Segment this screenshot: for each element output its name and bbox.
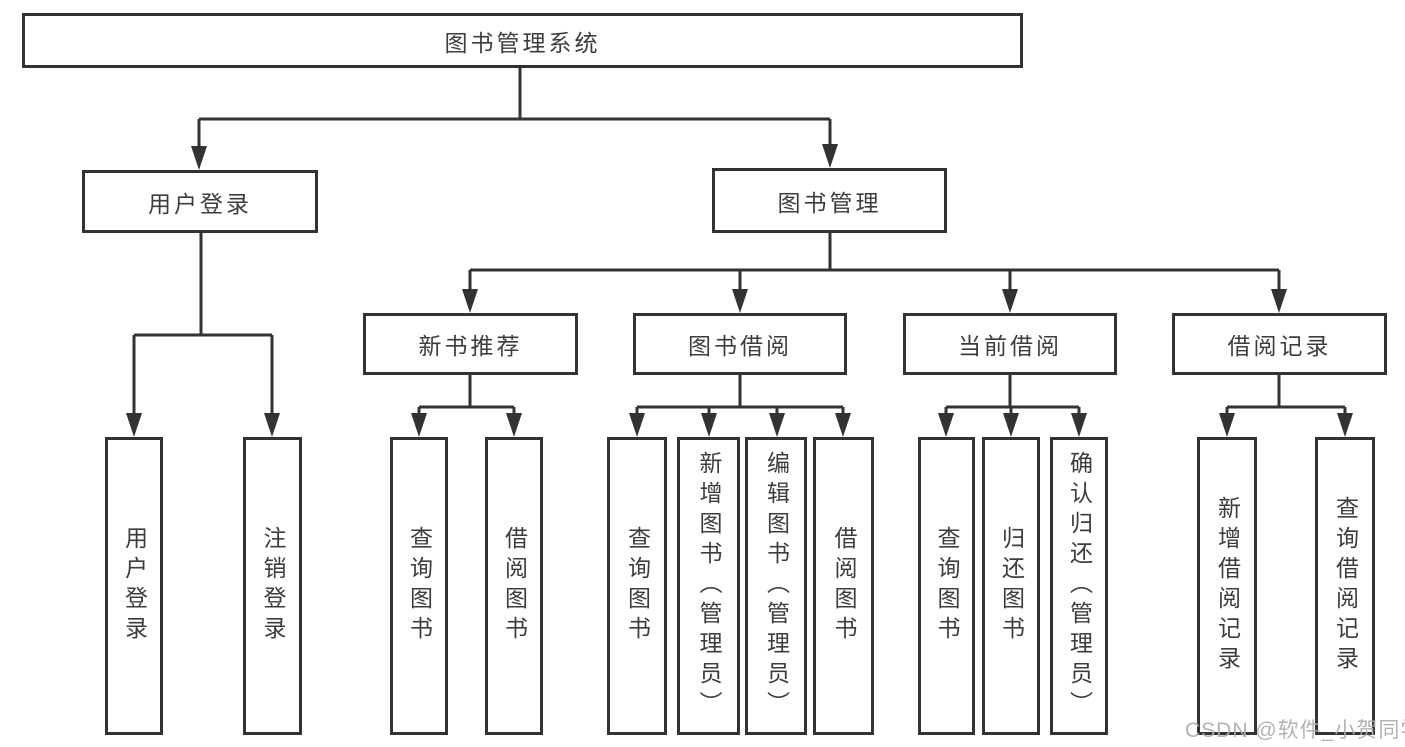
leaf-edit-books-admin: 编辑图书（管理员） bbox=[745, 437, 807, 735]
node-label: 当前借阅 bbox=[958, 333, 1062, 359]
leaf-label: 用户登录 bbox=[121, 526, 148, 646]
leaf-add-borrow-record: 新增借阅记录 bbox=[1197, 437, 1257, 735]
node-library-management-system: 图书管理系统 bbox=[22, 13, 1023, 68]
node-label: 借阅记录 bbox=[1227, 333, 1332, 359]
leaf-return-books: 归还图书 bbox=[982, 437, 1040, 735]
node-label: 新书推荐 bbox=[418, 333, 523, 359]
leaf-query-books-current: 查询图书 bbox=[918, 437, 975, 735]
node-label: 图书借阅 bbox=[688, 333, 792, 359]
leaf-query-books-newbooks: 查询图书 bbox=[390, 437, 448, 735]
node-label: 图书管理系统 bbox=[444, 29, 601, 56]
leaf-label: 借阅图书 bbox=[831, 526, 857, 646]
node-book-management: 图书管理 bbox=[712, 168, 947, 233]
leaf-label: 新增借阅记录 bbox=[1214, 496, 1241, 676]
node-label: 图书管理 bbox=[777, 189, 882, 216]
leaf-logout-login: 注销登录 bbox=[243, 437, 302, 735]
node-current-borrowing: 当前借阅 bbox=[903, 313, 1117, 375]
node-label: 用户登录 bbox=[148, 190, 252, 217]
leaf-add-books-admin: 新增图书（管理员） bbox=[677, 437, 740, 735]
node-user-login: 用户登录 bbox=[82, 170, 318, 233]
leaf-user-login: 用户登录 bbox=[105, 437, 163, 735]
node-borrowing-records: 借阅记录 bbox=[1172, 313, 1387, 375]
leaf-borrow-books-newbooks: 借阅图书 bbox=[485, 437, 543, 735]
leaf-label: 查询图书 bbox=[406, 526, 433, 646]
leaf-borrow-books-borrowing: 借阅图书 bbox=[813, 437, 874, 735]
node-new-book-recommendation: 新书推荐 bbox=[363, 313, 578, 375]
watermark-text: CSDN @软件_小贺同学 bbox=[1185, 719, 1405, 742]
leaf-label: 确认归还（管理员） bbox=[1066, 451, 1093, 721]
leaf-query-borrow-record: 查询借阅记录 bbox=[1315, 437, 1375, 735]
leaf-label: 查询借阅记录 bbox=[1332, 496, 1359, 676]
leaf-query-books-borrowing: 查询图书 bbox=[607, 437, 667, 735]
leaf-confirm-return-admin: 确认归还（管理员） bbox=[1050, 437, 1108, 735]
leaf-label: 归还图书 bbox=[998, 526, 1025, 646]
leaf-label: 查询图书 bbox=[624, 526, 651, 646]
leaf-label: 编辑图书（管理员） bbox=[763, 451, 790, 721]
leaf-label: 查询图书 bbox=[934, 526, 960, 646]
node-book-borrowing: 图书借阅 bbox=[633, 313, 847, 375]
leaf-label: 借阅图书 bbox=[501, 526, 528, 646]
leaf-label: 注销登录 bbox=[260, 526, 286, 646]
leaf-label: 新增图书（管理员） bbox=[696, 451, 722, 721]
